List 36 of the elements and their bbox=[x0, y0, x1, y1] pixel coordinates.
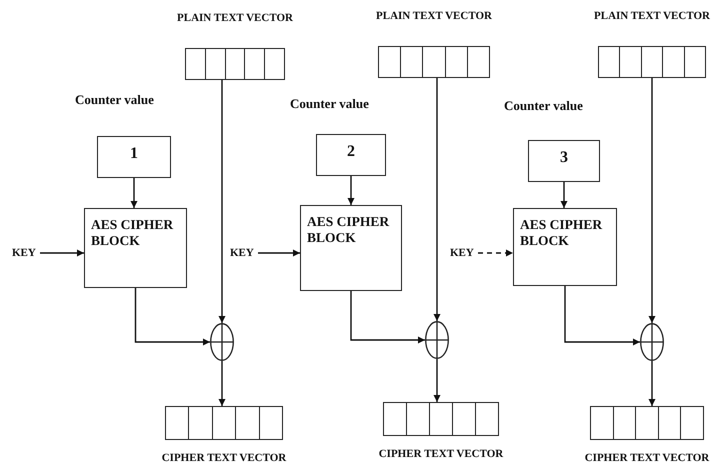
arrow bbox=[434, 359, 440, 402]
counter-label: Counter value bbox=[290, 96, 369, 112]
arrow bbox=[648, 78, 656, 323]
counter-box: 3 bbox=[528, 140, 600, 182]
key-label: KEY bbox=[450, 245, 478, 261]
vector-title: PLAIN TEXT VECTOR bbox=[177, 12, 293, 24]
counter-box: 2 bbox=[316, 134, 386, 176]
key-label: KEY bbox=[230, 245, 258, 261]
vector-title: CIPHER TEXT VECTOR bbox=[378, 448, 504, 460]
arrow bbox=[258, 250, 300, 256]
counter-box: 1 bbox=[97, 136, 171, 178]
arrow bbox=[130, 178, 138, 208]
arrow bbox=[648, 361, 656, 406]
counter-label: Counter value bbox=[75, 92, 154, 108]
cipher-block: AES CIPHER BLOCK bbox=[300, 205, 402, 291]
arrow bbox=[434, 78, 440, 321]
counter-label: Counter value bbox=[504, 98, 583, 114]
vector-title: PLAIN TEXT VECTOR bbox=[594, 10, 710, 22]
arrow bbox=[348, 176, 354, 205]
vector-title: CIPHER TEXT VECTOR bbox=[162, 452, 286, 464]
arrow bbox=[560, 182, 568, 208]
arrow bbox=[134, 288, 210, 346]
vector-title: CIPHER TEXT VECTOR bbox=[584, 452, 710, 464]
xor-symbol bbox=[425, 321, 449, 359]
arrow bbox=[478, 250, 513, 256]
arrow bbox=[218, 80, 226, 323]
cipher-block: AES CIPHER BLOCK bbox=[513, 208, 617, 286]
arrow bbox=[564, 286, 640, 346]
vector-title: PLAIN TEXT VECTOR bbox=[376, 10, 492, 22]
arrow bbox=[40, 250, 84, 256]
key-label: KEY bbox=[12, 245, 40, 261]
cipher-block: AES CIPHER BLOCK bbox=[84, 208, 187, 288]
xor-symbol bbox=[210, 323, 234, 361]
arrow bbox=[350, 291, 425, 344]
xor-symbol bbox=[640, 323, 664, 361]
arrow bbox=[218, 361, 226, 406]
